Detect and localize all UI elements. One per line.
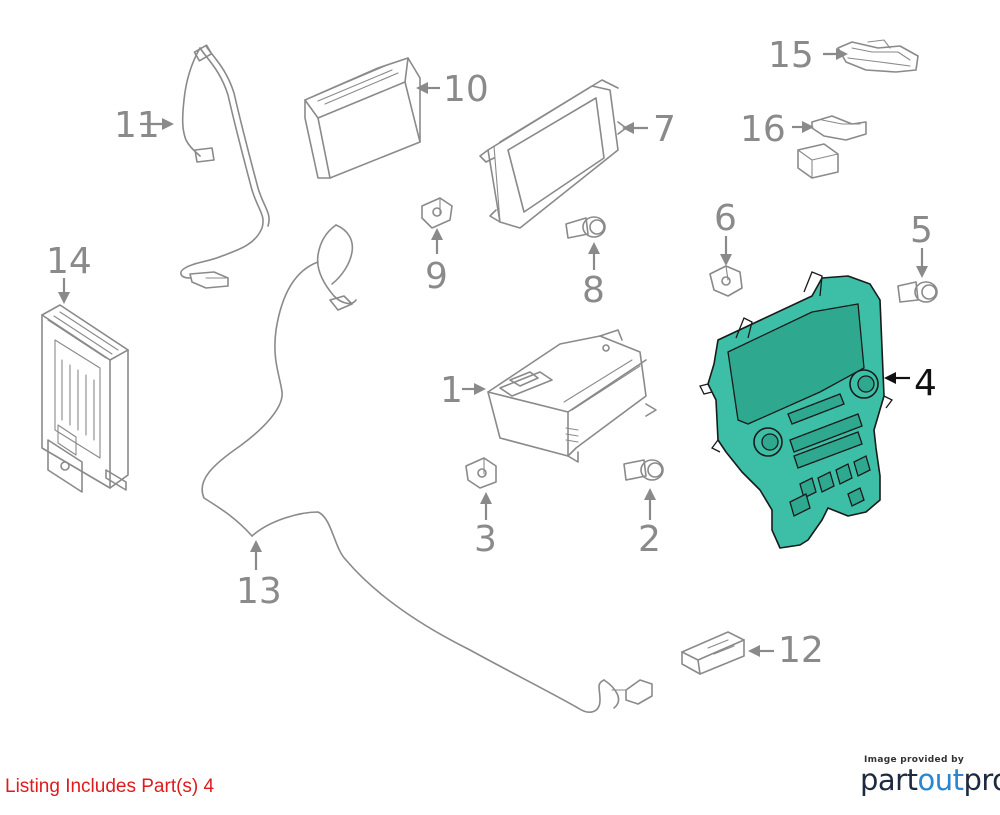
callout-15: 15	[768, 35, 814, 76]
callout-6: 6	[714, 198, 737, 239]
part-8-bolt[interactable]	[565, 216, 606, 239]
part-12-connector[interactable]	[681, 631, 745, 675]
callout-7: 7	[653, 109, 676, 150]
part-10-module[interactable]	[304, 57, 421, 179]
part-9-clip[interactable]	[421, 197, 453, 229]
part-14-module[interactable]	[41, 304, 129, 493]
callout-5: 5	[910, 210, 933, 251]
part-5-bolt[interactable]	[897, 281, 938, 303]
callout-3: 3	[474, 519, 497, 560]
callout-13: 13	[236, 571, 282, 612]
callout-14: 14	[46, 241, 92, 282]
brand-name-pro: pro	[963, 763, 1000, 797]
callout-16: 16	[740, 109, 786, 150]
callout-1: 1	[440, 370, 463, 411]
brand-name: partoutpro	[860, 763, 1000, 797]
part-7-display[interactable]	[479, 79, 627, 229]
callout-8: 8	[582, 270, 605, 311]
brand-provided-by: Image provided by	[864, 755, 965, 765]
callout-10: 10	[443, 69, 489, 110]
callout-11: 11	[114, 105, 160, 146]
brand-name-part: part	[860, 763, 918, 797]
listing-note: Listing Includes Part(s) 4	[5, 776, 215, 797]
part-6-clip[interactable]	[709, 265, 743, 297]
partoutpro-logo[interactable]: Image provided by partoutpro	[860, 755, 1000, 797]
callout-arrows	[58, 48, 928, 657]
part-13-cable[interactable]	[201, 224, 653, 713]
brand-name-out: out	[917, 763, 964, 797]
part-3-clip[interactable]	[465, 457, 497, 489]
part-16-module[interactable]	[797, 115, 867, 179]
callout-9: 9	[425, 256, 448, 297]
part-11-wire-harness[interactable]	[180, 44, 270, 289]
callout-12: 12	[778, 630, 824, 671]
part-1-unit[interactable]	[487, 329, 657, 463]
part-15-bracket[interactable]	[837, 39, 919, 73]
callout-2: 2	[638, 519, 661, 560]
part-2-bolt[interactable]	[623, 459, 664, 481]
part-4-bezel-highlighted[interactable]	[699, 271, 893, 549]
callout-labels: 15 16 11 10 7 9 8 6 5 14 1 4 3 2 13 12	[46, 35, 937, 671]
callout-4: 4	[914, 363, 937, 404]
